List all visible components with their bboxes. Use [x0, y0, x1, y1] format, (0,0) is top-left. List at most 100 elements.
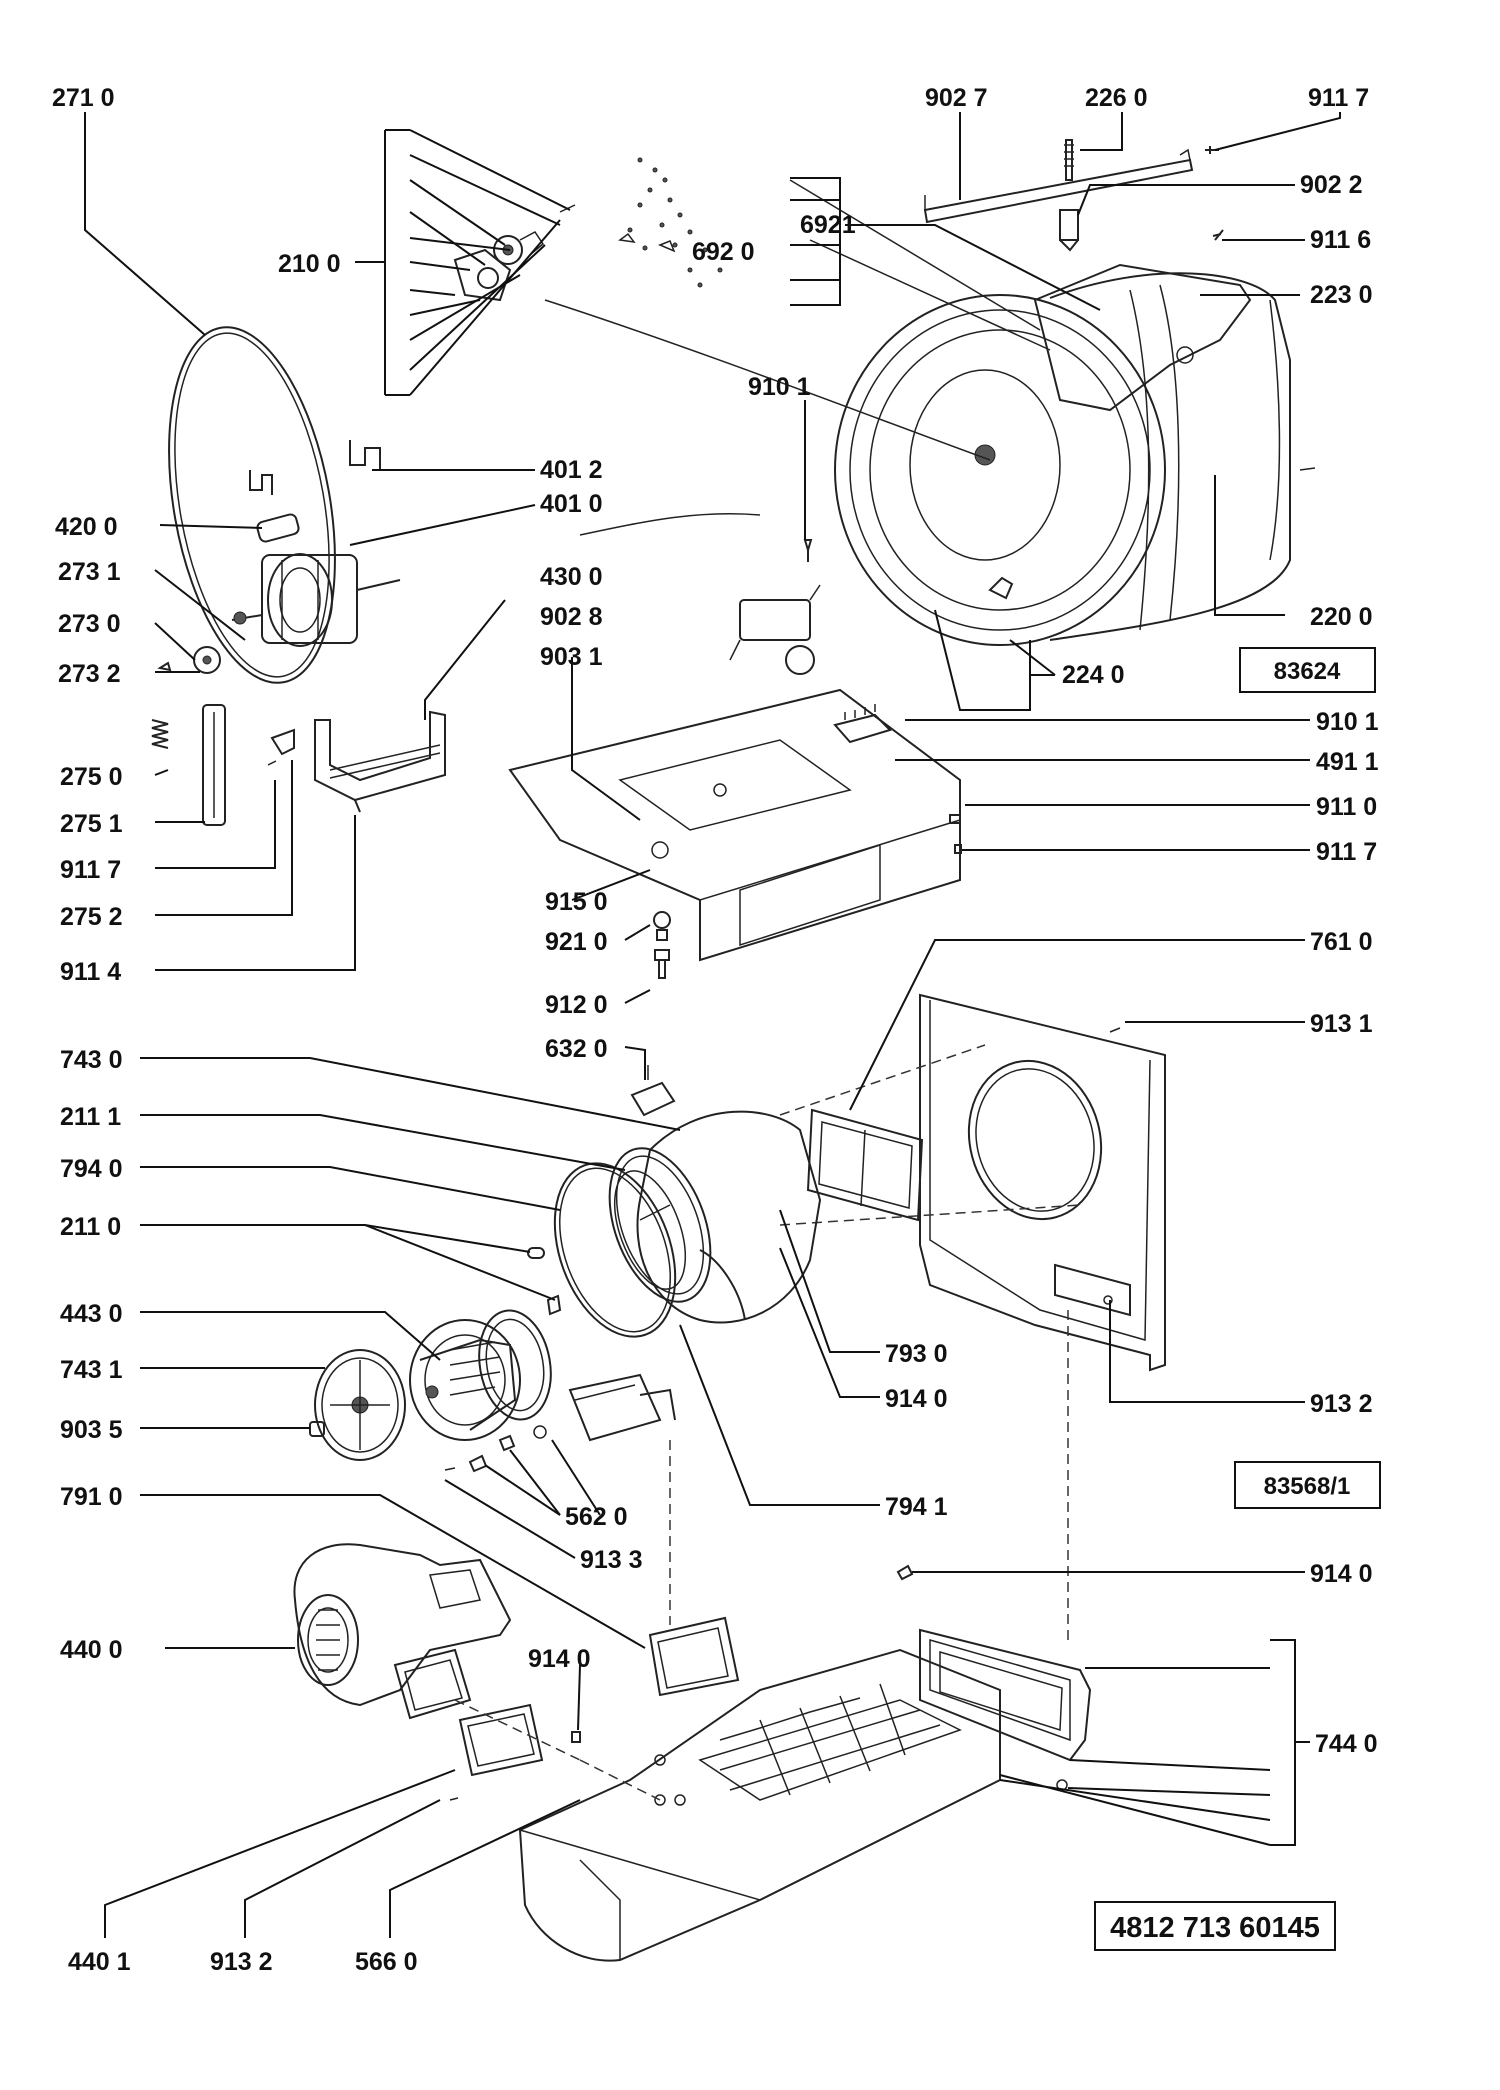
label-9150: 915 0 [545, 888, 608, 916]
label-9114: 911 4 [60, 958, 121, 986]
leader-lines [84, 112, 1341, 1938]
label-9140-bottom: 914 0 [528, 1645, 591, 1673]
gasket-7941 [699, 1249, 746, 1321]
label-2731: 273 1 [58, 558, 121, 586]
label-9133: 913 3 [580, 1546, 643, 1574]
drive-belt [168, 326, 336, 684]
motor [231, 553, 401, 647]
label-4300: 430 0 [540, 563, 603, 591]
label-9022: 902 2 [1300, 171, 1363, 199]
label-9140-right: 914 0 [1310, 1560, 1373, 1588]
terminal-block-4911 [833, 704, 892, 744]
part-labels: 271 0 210 0 902 7 226 0 911 7 902 2 6921… [52, 84, 1379, 1976]
label-6320: 632 0 [545, 1035, 608, 1063]
label-2751: 275 1 [60, 810, 123, 838]
label-4911: 491 1 [1316, 748, 1379, 776]
flap-7440 [919, 1628, 1092, 1762]
reference-83624: 83624 [1274, 658, 1341, 685]
thermostat-430 [729, 584, 821, 675]
label-7610: 761 0 [1310, 928, 1373, 956]
screws-base [653, 814, 962, 979]
label-9117-top: 911 7 [1308, 84, 1369, 112]
felt-seal-2110 [527, 1247, 562, 1316]
pulley-tensioner [157, 646, 221, 674]
label-9120: 912 0 [545, 991, 608, 1019]
lint-filter [806, 1108, 924, 1222]
rear-bracket-leaders [789, 179, 1051, 351]
label-2752: 275 2 [60, 903, 123, 931]
label-7940: 794 0 [60, 1155, 123, 1183]
label-2750: 275 0 [60, 763, 123, 791]
reference-box-1: 83624 [1239, 647, 1376, 693]
gasket-7910 [648, 1616, 740, 1697]
reference-83568: 83568/1 [1264, 1473, 1351, 1500]
catalog-number: 4812 713 60145 [1110, 1912, 1320, 1944]
thermostat-632 [630, 1065, 676, 1117]
label-9140-mid: 914 0 [885, 1385, 948, 1413]
label-4200: 420 0 [55, 513, 118, 541]
label-9132-right: 913 2 [1310, 1390, 1373, 1418]
clips-5620 [444, 1425, 547, 1473]
label-5660: 566 0 [355, 1948, 418, 1976]
outlet-duct [568, 1373, 676, 1442]
label-9028: 902 8 [540, 603, 603, 631]
label-2730: 273 0 [58, 610, 121, 638]
condenser-box [518, 1648, 1001, 1962]
capacitor [256, 513, 300, 543]
label-9101-mid: 910 1 [1316, 708, 1379, 736]
motor-brackets [249, 440, 381, 495]
air-duct-ring [478, 1309, 552, 1421]
small-clips-lower [449, 1564, 1068, 1801]
label-9027: 902 7 [925, 84, 988, 112]
gasket-4401 [458, 1703, 544, 1777]
bearing-assembly [453, 204, 576, 302]
label-9210: 921 0 [545, 928, 608, 956]
connection-dashed-lines [454, 1310, 1069, 1801]
label-7431: 743 1 [60, 1356, 123, 1384]
drum-wiring [544, 299, 991, 536]
label-9035: 903 5 [60, 1416, 123, 1444]
label-2111: 211 1 [60, 1103, 121, 1131]
screw-9101 [803, 539, 813, 562]
label-7910: 791 0 [60, 1483, 123, 1511]
screw-9116 [1212, 229, 1224, 241]
label-9116: 911 6 [1310, 226, 1371, 254]
label-9131: 913 1 [1310, 1010, 1373, 1038]
label-9031: 903 1 [540, 643, 603, 671]
label-7941: 794 1 [885, 1493, 948, 1521]
label-4012: 401 2 [540, 456, 603, 484]
fan-wheel [409, 1319, 521, 1441]
blower-housing [293, 1543, 512, 1720]
top-screw-226 [1064, 139, 1074, 181]
fan-cover [314, 1349, 406, 1461]
label-4010: 401 0 [540, 490, 603, 518]
label-9110: 911 0 [1316, 793, 1377, 821]
label-2110: 211 0 [60, 1213, 121, 1241]
label-2200: 220 0 [1310, 603, 1373, 631]
label-6920: 692 0 [692, 238, 755, 266]
seal-ring-794 [553, 1162, 677, 1338]
reference-box-2: 83568/1 [1234, 1461, 1381, 1509]
label-7430: 743 0 [60, 1046, 123, 1074]
label-2732: 273 2 [58, 660, 121, 688]
label-4400: 440 0 [60, 1636, 123, 1664]
label-6921: 6921 [800, 211, 856, 239]
label-9101-top: 910 1 [748, 373, 811, 401]
tension-spring [151, 719, 169, 749]
label-2710: 271 0 [52, 84, 115, 112]
label-4430: 443 0 [60, 1300, 123, 1328]
label-9117-left: 911 7 [60, 856, 121, 884]
motor-cradle [314, 710, 446, 813]
catalog-number-box: 4812 713 60145 [1094, 1901, 1336, 1951]
drum [834, 263, 1316, 646]
filter-dashed-lines [779, 1044, 1081, 1226]
tensioner-arm [202, 704, 295, 826]
drum-holes-pattern [618, 157, 723, 288]
label-4401: 440 1 [68, 1948, 131, 1976]
front-panel [919, 993, 1166, 1372]
base-plate [508, 688, 961, 962]
label-7440: 744 0 [1315, 1730, 1378, 1758]
label-2240: 224 0 [1062, 661, 1125, 689]
label-7930: 793 0 [885, 1340, 948, 1368]
label-9117-mid: 911 7 [1316, 838, 1377, 866]
